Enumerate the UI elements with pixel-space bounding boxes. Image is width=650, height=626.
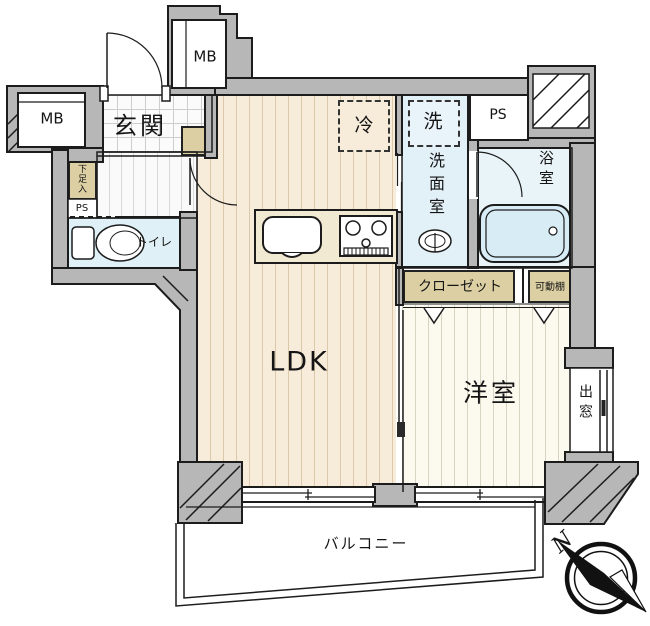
room-label-toilet: トイレ <box>135 235 173 249</box>
label-ps-left: PS <box>75 203 89 214</box>
washroom-door <box>396 153 403 214</box>
room-label-shoe-cabinet: 下足入 <box>76 164 86 194</box>
room-label-ldk: LDK <box>269 346 329 378</box>
closet-box <box>403 270 515 303</box>
floor-western-room <box>402 305 570 492</box>
corner-hatch-topright <box>532 73 590 129</box>
hatch-left-mb <box>7 109 23 153</box>
entry-step-box <box>181 126 207 156</box>
room-label-balcony: バルコニー <box>323 534 409 553</box>
label-refrigerator: 冷 <box>354 114 374 137</box>
floor-bathroom <box>478 148 572 268</box>
room-label-western-room: 洋室 <box>462 378 520 408</box>
label-mb-top: MB <box>193 47 217 66</box>
floor-ldk <box>197 95 396 492</box>
entrance-door <box>99 32 171 102</box>
floor-hallway <box>97 152 197 218</box>
room-label-bathroom: 浴室 <box>537 150 555 190</box>
room-label-bay-window: 出窓 <box>577 384 593 424</box>
room-label-closet: クローゼット <box>418 279 502 295</box>
refrigerator-box <box>338 100 390 152</box>
compass-north-label: N <box>547 526 579 559</box>
label-ps-top-right: PS <box>489 107 507 123</box>
room-label-washroom: 洗面室 <box>426 152 445 221</box>
room-label-movable-shelf: 可動棚 <box>535 282 565 293</box>
meter-box-dividers <box>18 20 187 103</box>
label-mb-left: MB <box>40 109 64 128</box>
wall-miter-mark <box>162 275 189 302</box>
room-label-genkan: 玄関 <box>113 112 167 140</box>
label-washer: 洗 <box>423 110 443 133</box>
